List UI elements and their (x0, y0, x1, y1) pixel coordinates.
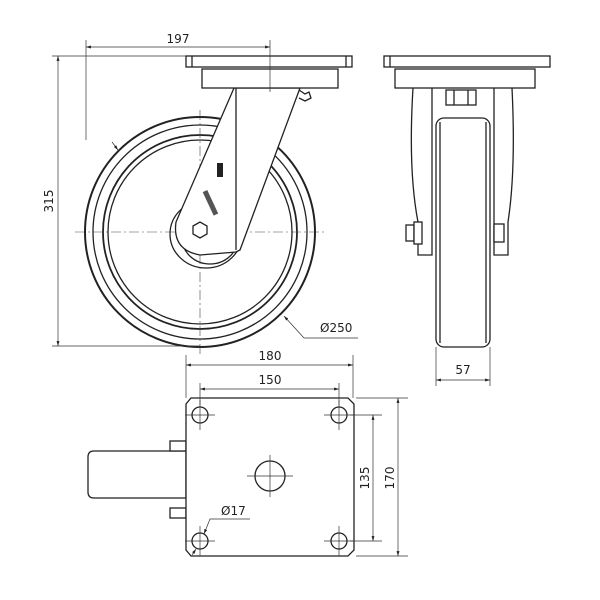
side-plate (394, 68, 536, 89)
axle-nut (192, 221, 208, 239)
side-wheel (435, 117, 491, 348)
dim-label-hole-spacing-length: 135 (358, 467, 372, 490)
dimension-170: 170 (356, 397, 408, 557)
dimension-diameter: Ø250 (111, 141, 358, 339)
fork-leg-right (493, 87, 514, 256)
dimension-hole-diameter: Ø17 (191, 504, 250, 556)
dim-label-plate-width: 180 (259, 349, 282, 363)
fork-logo (202, 163, 223, 216)
plate-view: 180 150 135 170 Ø17 (87, 349, 408, 557)
mounting-plate (185, 55, 353, 89)
dimension-135: 135 (350, 414, 382, 542)
dim-label-height: 315 (42, 190, 56, 213)
axle-bolt (405, 221, 505, 245)
side-top-plate (383, 55, 551, 68)
front-view: 197 315 Ø250 (42, 32, 358, 355)
dimension-197: 197 (85, 32, 271, 140)
dim-label-hole-spacing-width: 150 (259, 373, 282, 387)
side-view: 57 (383, 55, 551, 386)
dimension-180: 180 (185, 349, 354, 398)
dim-label-hole-diameter: Ø17 (221, 504, 246, 518)
bolt-holes (185, 400, 354, 556)
fork (174, 87, 312, 256)
dimension-315: 315 (42, 55, 200, 347)
dim-label-plate-length: 170 (383, 467, 397, 490)
dim-label-offset: 197 (167, 32, 190, 46)
dim-label-wheel-diameter: Ø250 (320, 321, 352, 335)
dimension-150: 150 (199, 373, 340, 405)
dimension-57: 57 (435, 347, 491, 386)
plate-view-wheel (87, 450, 187, 499)
kingpin-nut (445, 89, 477, 106)
dim-label-wheel-width: 57 (455, 363, 470, 377)
